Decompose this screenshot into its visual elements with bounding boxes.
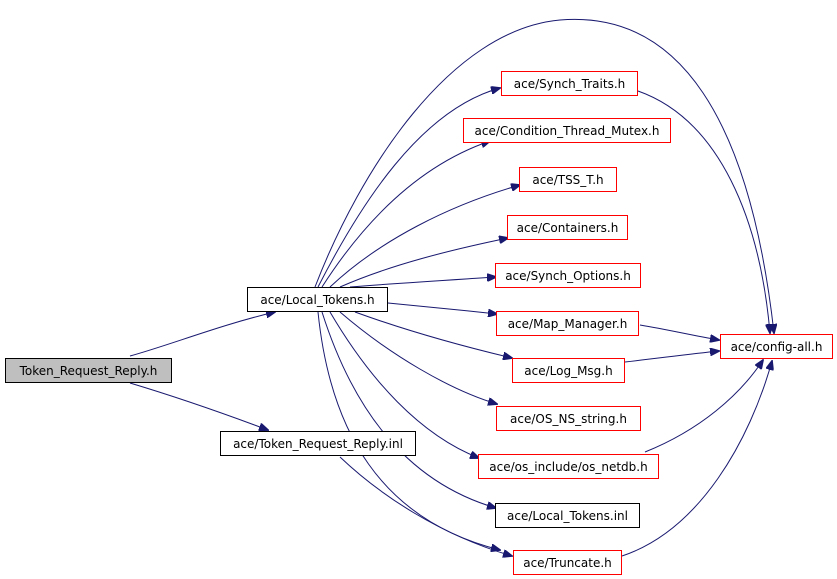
node-config-all-h[interactable]: ace/config-all.h [720,334,833,359]
edge-local-tokens-to-config-all-top [314,18,774,333]
edge-local-tokens-to-tss-t [329,185,520,288]
node-condition-thread-mutex-h[interactable]: ace/Condition_Thread_Mutex.h [463,118,671,143]
edge-local-tokens-to-synch-options [349,277,496,288]
edge-local-tokens-to-log-msg [354,311,512,358]
node-synch-options-h[interactable]: ace/Synch_Options.h [495,263,641,288]
edge-token-request-reply-inl-to-truncate [339,456,512,556]
edge-truncate-to-config-all [621,361,772,557]
edge-root-to-token-request-reply-inl [129,382,268,430]
edge-synch-traits-to-config-all [637,90,770,333]
edge-log-msg-to-config-all [624,351,719,363]
edge-local-tokens-to-condition-thread-mutex [321,141,490,288]
node-synch-traits-h[interactable]: ace/Synch_Traits.h [501,71,638,96]
node-containers-h[interactable]: ace/Containers.h [507,215,628,240]
node-token-request-reply-h: Token_Request_Reply.h [5,358,172,383]
node-local-tokens-h[interactable]: ace/Local_Tokens.h [247,287,388,312]
node-os-ns-string-h[interactable]: ace/OS_NS_string.h [496,406,641,431]
node-os-netdb-h[interactable]: ace/os_include/os_netdb.h [478,454,659,479]
edge-os-netdb-to-config-all [644,360,763,453]
edge-local-tokens-to-os-netdb [329,311,479,458]
edge-local-tokens-to-containers [339,238,508,288]
node-log-msg-h[interactable]: ace/Log_Msg.h [512,358,625,383]
node-token-request-reply-inl[interactable]: ace/Token_Request_Reply.inl [220,431,416,456]
edge-local-tokens-to-os-ns-string [339,311,497,404]
node-tss-t-h[interactable]: ace/TSS_T.h [519,167,617,192]
edge-local-tokens-to-map-manager [387,302,497,314]
edge-local-tokens-to-synch-traits [317,88,500,288]
node-local-tokens-inl[interactable]: ace/Local_Tokens.inl [495,503,640,528]
edge-map-manager-to-config-all [639,324,719,340]
edge-root-to-local-tokens [129,312,275,357]
node-map-manager-h[interactable]: ace/Map_Manager.h [496,311,639,336]
node-truncate-h[interactable]: ace/Truncate.h [513,550,622,575]
